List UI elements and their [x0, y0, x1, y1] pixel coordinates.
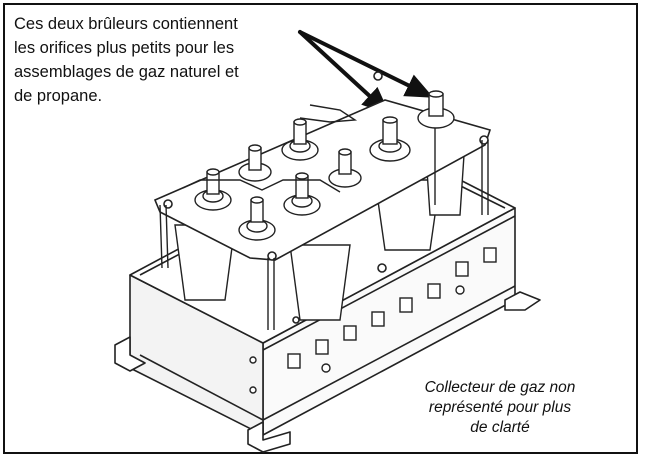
note-line: Collecteur de gaz non — [424, 379, 576, 396]
mounting-plate — [153, 71, 492, 324]
callout-line: Ces deux brûleurs contiennent — [14, 15, 238, 33]
callout-arrows — [298, 30, 434, 115]
orifice-nut-large — [417, 90, 455, 129]
callout-line: les orifices plus petits pour les — [14, 39, 235, 57]
callout-text: Ces deux brûleurs contiennent les orific… — [14, 12, 314, 108]
manifold-note: Collecteur de gaz non représenté pour pl… — [385, 378, 615, 438]
orifice-nut-large — [369, 116, 411, 162]
callout-line: assemblages de gaz naturel et — [14, 63, 239, 81]
orifice-nut — [238, 196, 276, 241]
orifice-nut — [328, 148, 362, 188]
orifice-nut — [238, 144, 272, 182]
note-line: représenté pour plus — [428, 399, 572, 416]
orifice-nut — [194, 168, 232, 211]
front-slots — [249, 247, 497, 394]
note-line: de clarté — [470, 419, 530, 436]
orifice-assemblies — [182, 90, 455, 241]
callout-line: de propane. — [14, 87, 103, 105]
orifice-nut — [281, 118, 319, 161]
orifice-nut — [283, 172, 321, 216]
